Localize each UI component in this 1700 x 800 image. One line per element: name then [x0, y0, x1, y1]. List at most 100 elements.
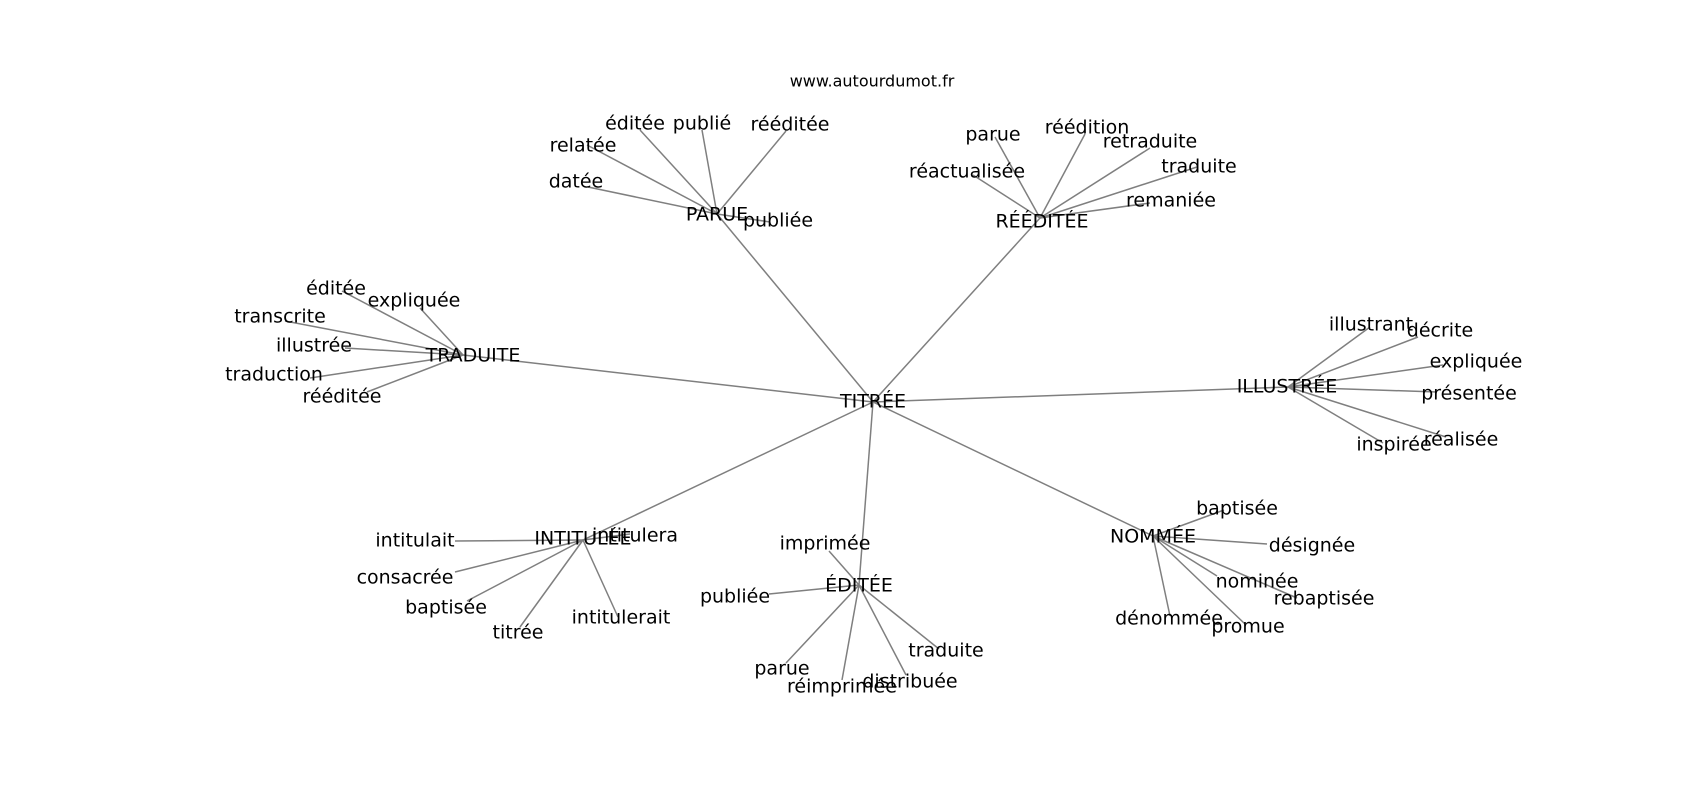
- edge-parue-editee: [639, 129, 718, 215]
- edge-center-reeditee: [872, 217, 1041, 403]
- word-node-reeditee-parue: parue: [965, 124, 1020, 146]
- word-node-nommee-promue: promue: [1211, 616, 1284, 638]
- word-node-parue-publie: publié: [673, 113, 731, 135]
- edge-nommee-promue: [1152, 535, 1246, 625]
- word-node-editee-traduite: traduite: [908, 640, 983, 662]
- word-node-illustree-presentee: présentée: [1421, 383, 1517, 405]
- word-node-editee-reimprimee: réimprimée: [787, 676, 897, 698]
- word-node-editee-publiee: publiée: [700, 586, 770, 608]
- edge-editee-traduite: [858, 584, 940, 650]
- cluster-node-nommee: NOMMÉE: [1110, 525, 1196, 548]
- word-node-reeditee-remaniee: remaniée: [1126, 190, 1216, 212]
- edge-illustree-inspiree: [1287, 386, 1384, 444]
- center-node: TITRÉE: [839, 390, 906, 413]
- edge-illustree-expliquee: [1287, 364, 1444, 388]
- edge-center-illustree: [872, 386, 1289, 403]
- word-node-traduite-illustree: illustrée: [276, 335, 352, 357]
- edge-traduite-transcrite: [284, 320, 464, 356]
- word-node-illustree-realisee: réalisée: [1424, 429, 1499, 451]
- edge-intitulee-intitulerait: [582, 539, 619, 618]
- edge-editee-publiee: [768, 584, 860, 595]
- word-node-intitulee-intitulerait: intitulerait: [572, 607, 671, 629]
- word-node-illustree-inspiree: inspirée: [1356, 434, 1431, 456]
- edge-traduite-illustree: [344, 347, 464, 356]
- cluster-node-illustree: ILLUSTRÉE: [1237, 375, 1338, 398]
- word-node-reeditee-reedition: réédition: [1045, 117, 1130, 139]
- cluster-node-reeditee: RÉÉDITÉE: [995, 210, 1088, 233]
- word-node-reeditee-reactualisee: réactualisée: [909, 161, 1025, 183]
- edge-nommee-baptisee: [1152, 509, 1225, 537]
- edge-center-intitulee: [582, 401, 874, 541]
- edge-parue-publiee: [716, 213, 771, 223]
- edge-reeditee-reactualisee: [972, 174, 1041, 219]
- cluster-node-traduite: TRADUITE: [425, 345, 521, 367]
- word-node-intitulee-intitulera: intitulera: [592, 525, 678, 547]
- cluster-node-intitulee: INTITULÉE: [534, 527, 631, 550]
- word-node-editee-parue: parue: [754, 658, 809, 680]
- word-node-traduite-editee: éditée: [306, 278, 366, 300]
- word-node-intitulee-intitulait: intitulait: [375, 530, 454, 552]
- edge-reeditee-remaniee: [1039, 202, 1151, 219]
- edge-center-editee: [858, 401, 874, 586]
- edge-nommee-denommee: [1152, 535, 1171, 617]
- word-node-parue-editee: éditée: [605, 113, 665, 135]
- word-node-illustree-illustrant: illustrant: [1329, 314, 1413, 336]
- word-node-parue-relatee: relatée: [550, 135, 617, 157]
- cluster-node-editee: ÉDITÉE: [825, 574, 893, 597]
- edge-intitulee-intitulait: [454, 539, 584, 542]
- cluster-node-parue: PARUE: [686, 204, 748, 226]
- edge-traduite-traduction: [309, 354, 464, 379]
- edge-illustree-decrite: [1287, 336, 1419, 388]
- word-node-intitulee-consacree: consacrée: [357, 567, 454, 589]
- word-node-nommee-nominee: nominée: [1216, 571, 1299, 593]
- word-node-nommee-baptisee: baptisée: [1196, 498, 1278, 520]
- edge-editee-distribuee: [858, 584, 907, 676]
- word-node-illustree-decrite: décrite: [1407, 320, 1473, 342]
- edge-reeditee-parue: [994, 136, 1041, 219]
- word-node-nommee-denommee: dénommée: [1115, 608, 1223, 630]
- edge-editee-imprimee: [828, 550, 860, 586]
- edge-editee-parue: [785, 584, 860, 664]
- edge-nommee-nominee: [1152, 535, 1218, 577]
- graph-edges: [284, 129, 1447, 681]
- word-node-intitulee-baptisee: baptisée: [405, 597, 487, 619]
- edge-center-nommee: [872, 401, 1154, 537]
- edge-center-parue: [716, 213, 874, 403]
- edge-reeditee-reedition: [1039, 133, 1086, 219]
- word-node-nommee-rebaptisee: rebaptisée: [1274, 588, 1375, 610]
- source-url: www.autourdumot.fr: [790, 72, 955, 91]
- edge-parue-relatee: [586, 144, 718, 215]
- edge-traduite-editee: [341, 290, 464, 356]
- edge-illustree-presentee: [1287, 386, 1438, 393]
- edge-parue-reeditee: [716, 130, 787, 215]
- word-node-editee-imprimee: imprimée: [780, 533, 871, 555]
- word-node-traduite-expliquee: expliquée: [368, 290, 461, 312]
- word-node-traduite-reeditee: rééditée: [303, 386, 382, 408]
- edge-traduite-reeditee: [366, 354, 464, 393]
- edge-illustree-realisee: [1287, 386, 1447, 438]
- edge-editee-reimprimee: [841, 584, 860, 681]
- word-node-illustree-expliquee: expliquée: [1430, 351, 1523, 373]
- edge-reeditee-traduite: [1039, 166, 1198, 219]
- edge-nommee-rebaptisee: [1152, 535, 1298, 599]
- edge-parue-publie: [701, 129, 718, 215]
- edge-reeditee-retraduite: [1039, 147, 1151, 219]
- word-node-nommee-designee: désignée: [1269, 535, 1355, 557]
- edge-parue-datee: [587, 186, 718, 215]
- word-node-parue-reeditee: rééditée: [751, 114, 830, 136]
- edge-traduite-expliquee: [419, 307, 464, 356]
- edge-intitulee-intitulera: [582, 533, 631, 541]
- word-node-traduite-traduction: traduction: [225, 364, 323, 386]
- edge-illustree-illustrant: [1287, 326, 1371, 388]
- word-node-editee-distribuee: distribuée: [862, 671, 957, 693]
- edge-nommee-designee: [1152, 535, 1268, 545]
- edge-intitulee-baptisee: [466, 539, 584, 602]
- edge-intitulee-titree: [519, 539, 584, 628]
- word-node-parue-publiee: publiée: [743, 210, 813, 232]
- edge-center-traduite: [462, 354, 874, 403]
- word-node-traduite-transcrite: transcrite: [234, 306, 326, 328]
- word-node-parue-datee: datée: [549, 171, 604, 193]
- word-node-intitulee-titree: titrée: [493, 622, 544, 644]
